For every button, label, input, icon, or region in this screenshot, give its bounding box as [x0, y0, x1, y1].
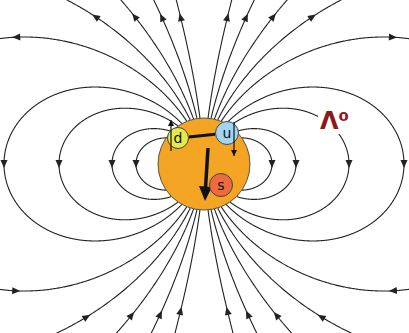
baryon-sphere: [158, 118, 250, 210]
quark-fill: [216, 122, 239, 145]
field-arrowhead: [133, 160, 140, 168]
quark-fill: [210, 174, 233, 197]
quark-spin-arrowhead: [168, 120, 174, 126]
field-arrowhead: [293, 160, 300, 168]
field-arrowhead: [82, 315, 91, 322]
field-arrowhead: [274, 312, 282, 320]
quark-bond: [189, 134, 215, 137]
field-arrowhead: [109, 160, 116, 168]
field-line: [4, 87, 182, 241]
field-arrowhead: [268, 13, 276, 21]
field-arrowhead: [132, 13, 140, 21]
field-arrowhead: [92, 14, 101, 21]
spin-arrow: [206, 148, 209, 188]
quark-label: u: [223, 126, 232, 140]
field-arrowhead: [1, 160, 8, 168]
field-arrowhead: [269, 160, 276, 168]
field-arrowhead: [12, 33, 20, 40]
field-arrowhead: [246, 311, 253, 320]
field-arrowhead: [126, 312, 134, 320]
field-line: [226, 87, 404, 241]
field-arrowhead: [307, 14, 316, 21]
quark-label: s: [217, 178, 224, 192]
field-arrowhead: [389, 34, 397, 41]
field-arrowhead: [160, 14, 166, 23]
quark-circle: d: [167, 127, 189, 149]
quark-circle: u: [215, 121, 239, 145]
quark-label: d: [174, 131, 183, 145]
field-arrowhead: [225, 307, 232, 316]
field-arrowhead: [241, 14, 247, 23]
quark-spin-arrowhead: [231, 150, 237, 156]
quark-text-holder: d: [167, 127, 189, 149]
particle-symbol: Λ⁰: [318, 108, 351, 134]
quark-circle: s: [209, 173, 233, 197]
field-arrowhead: [155, 311, 162, 320]
field-arrowhead: [176, 307, 183, 316]
field-arrowhead: [346, 160, 353, 168]
field-arrowhead: [178, 13, 185, 22]
field-arrowhead: [389, 287, 397, 294]
quark-text-holder: u: [215, 121, 239, 145]
field-arrowhead: [318, 315, 327, 322]
field-arrowhead: [223, 13, 230, 22]
field-arrowhead: [56, 160, 63, 168]
field-arrowhead: [401, 160, 408, 168]
quark-text-holder: s: [209, 173, 233, 197]
field-arrowhead: [12, 287, 20, 294]
